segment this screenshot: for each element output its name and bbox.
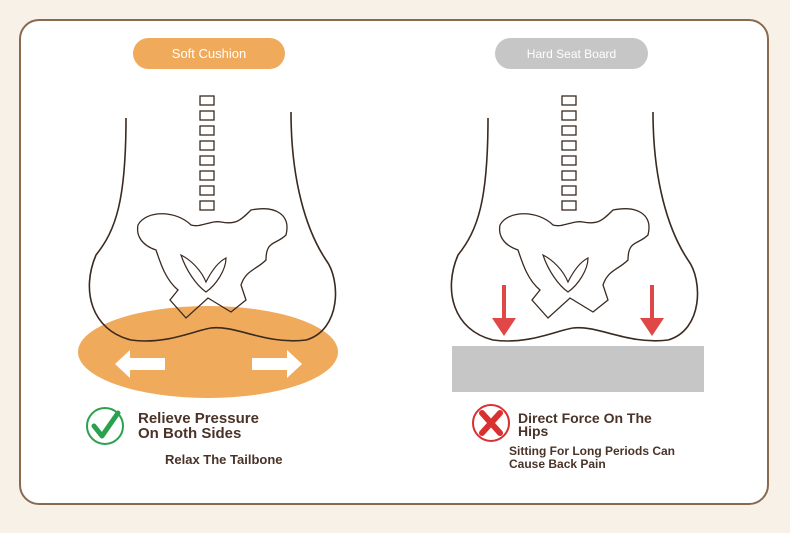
left-headline: Relieve Pressure On Both Sides (138, 411, 259, 441)
body-figure-left (88, 95, 337, 342)
hard-seat-board (452, 346, 704, 392)
right-headline-line1: Direct Force On The (518, 410, 652, 426)
right-subtext-line1: Sitting For Long Periods Can (509, 444, 675, 458)
right-subtext-line2: Cause Back Pain (509, 457, 606, 471)
soft-cushion-label: Soft Cushion (133, 38, 285, 69)
arrow-right-icon (252, 350, 302, 378)
comparison-card (19, 19, 769, 505)
left-headline-line1: Relieve Pressure (138, 410, 259, 427)
force-arrow-right-icon (640, 285, 664, 336)
right-headline-line2: Hips (518, 423, 549, 439)
hard-seat-board-label: Hard Seat Board (495, 38, 648, 69)
left-headline-line2: On Both Sides (138, 425, 242, 442)
right-subtext: Sitting For Long Periods Can Cause Back … (509, 445, 675, 471)
right-headline: Direct Force On The Hips (518, 410, 652, 439)
force-arrow-left-icon (492, 285, 516, 336)
check-icon (86, 407, 124, 445)
soft-cushion (78, 306, 338, 398)
x-icon (472, 404, 510, 442)
body-figure-right (450, 95, 699, 342)
arrow-left-icon (115, 350, 165, 378)
left-subtext: Relax The Tailbone (165, 452, 283, 467)
